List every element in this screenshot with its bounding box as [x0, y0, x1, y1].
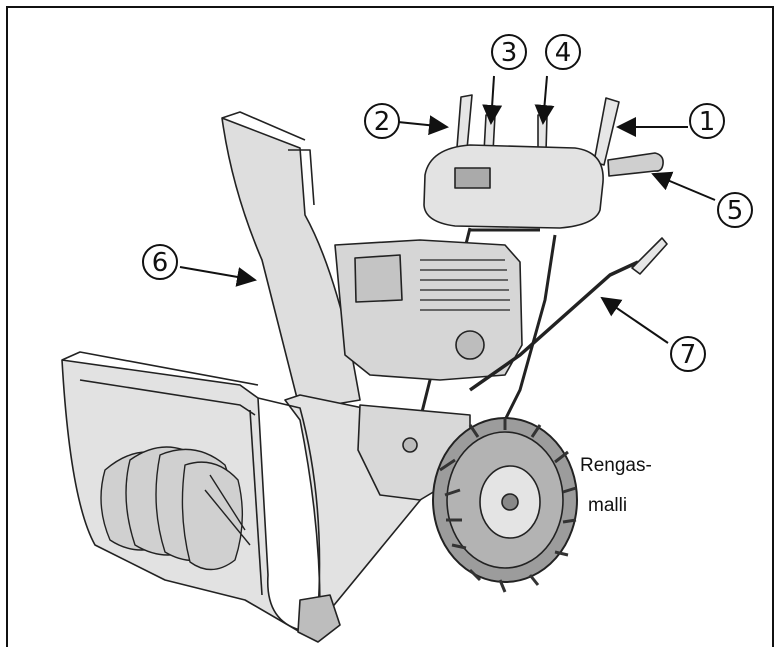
model-note-line1: Rengas-: [580, 455, 652, 476]
panel-window: [454, 167, 491, 189]
model-note-line2: malli: [588, 495, 627, 516]
callout-5: 5: [717, 192, 753, 228]
auger-blades: [100, 446, 251, 571]
arrow-3: [482, 75, 503, 125]
snow-blower-icon: [61, 94, 668, 643]
callout-5-label: 5: [727, 196, 744, 226]
callout-2: 2: [364, 103, 400, 139]
drive-lever-grip: [631, 237, 668, 275]
callout-arrows: [179, 75, 716, 344]
callout-1: 1: [689, 103, 725, 139]
arrow-5: [651, 171, 716, 201]
handle-grip: [607, 152, 664, 177]
arrow-4: [534, 75, 555, 125]
callout-4-label: 4: [555, 38, 572, 68]
callout-3-label: 3: [501, 38, 518, 68]
callout-2-label: 2: [374, 107, 391, 137]
engine-fins: [420, 259, 510, 311]
callout-6: 6: [142, 244, 178, 280]
callout-6-label: 6: [152, 248, 169, 278]
callout-markers: 1 2 3 4 5 6 7: [142, 34, 753, 372]
wheel: [432, 417, 578, 593]
discharge-chute: [221, 117, 361, 411]
skid-shoe: [297, 594, 341, 643]
control-panel: [423, 144, 604, 229]
arrow-6: [179, 266, 257, 287]
callout-1-label: 1: [699, 107, 716, 137]
arrow-2: [397, 115, 449, 136]
arrow-7: [600, 296, 669, 344]
callout-7: 7: [670, 336, 706, 372]
frame-border: [6, 6, 774, 647]
drive-lever: [468, 260, 639, 392]
callout-7-label: 7: [680, 340, 697, 370]
callout-4: 4: [545, 34, 581, 70]
auger-housing: [61, 359, 446, 633]
callout-3: 3: [491, 34, 527, 70]
